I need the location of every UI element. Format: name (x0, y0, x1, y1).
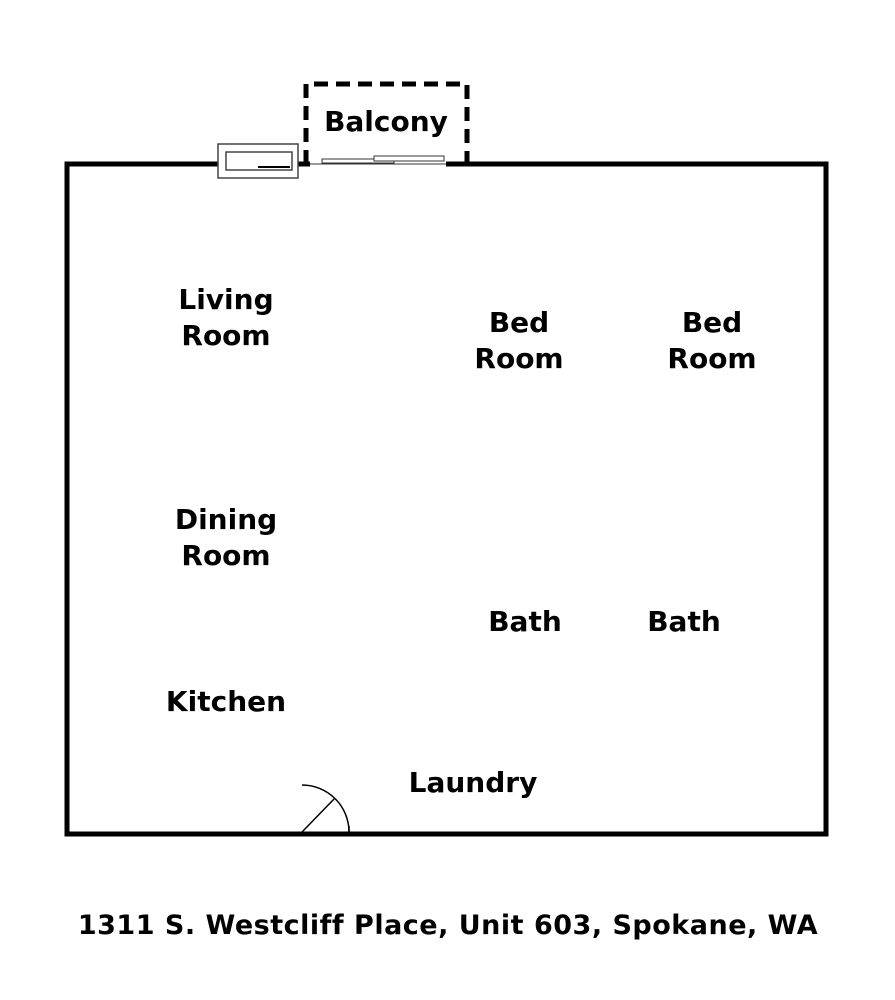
laundry-label: Laundry (408, 766, 538, 799)
dining-room-label-line-2: Room (181, 539, 271, 572)
living-room-label-line-1: Living (178, 283, 274, 316)
living-room-label: Living Room (178, 282, 273, 354)
bath-2-label: Bath (647, 605, 721, 638)
dining-room-label: Dining Room (175, 502, 277, 574)
balcony-label: Balcony (324, 105, 448, 138)
dining-room-label-line-1: Dining (174, 503, 278, 536)
living-room-label-line-2: Room (181, 319, 271, 352)
bedroom-1-label-line-2: Room (474, 342, 564, 375)
address-caption: 1311 S. Westcliff Place, Unit 603, Spoka… (77, 910, 819, 941)
sliding-door (310, 155, 446, 165)
bedroom-1-label: Bed Room (474, 305, 563, 377)
kitchen-label: Kitchen (165, 685, 287, 718)
bedroom-2-label-line-2: Room (667, 342, 757, 375)
bedroom-2-label-line-1: Bed (681, 306, 743, 339)
unit-outline (64, 161, 829, 837)
window-unit (217, 143, 299, 179)
bedroom-1-label-line-1: Bed (488, 306, 550, 339)
entry-door-swing (301, 784, 350, 833)
balcony-outline (303, 81, 470, 164)
bedroom-2-label: Bed Room (667, 305, 756, 377)
bath-1-label: Bath (488, 605, 562, 638)
